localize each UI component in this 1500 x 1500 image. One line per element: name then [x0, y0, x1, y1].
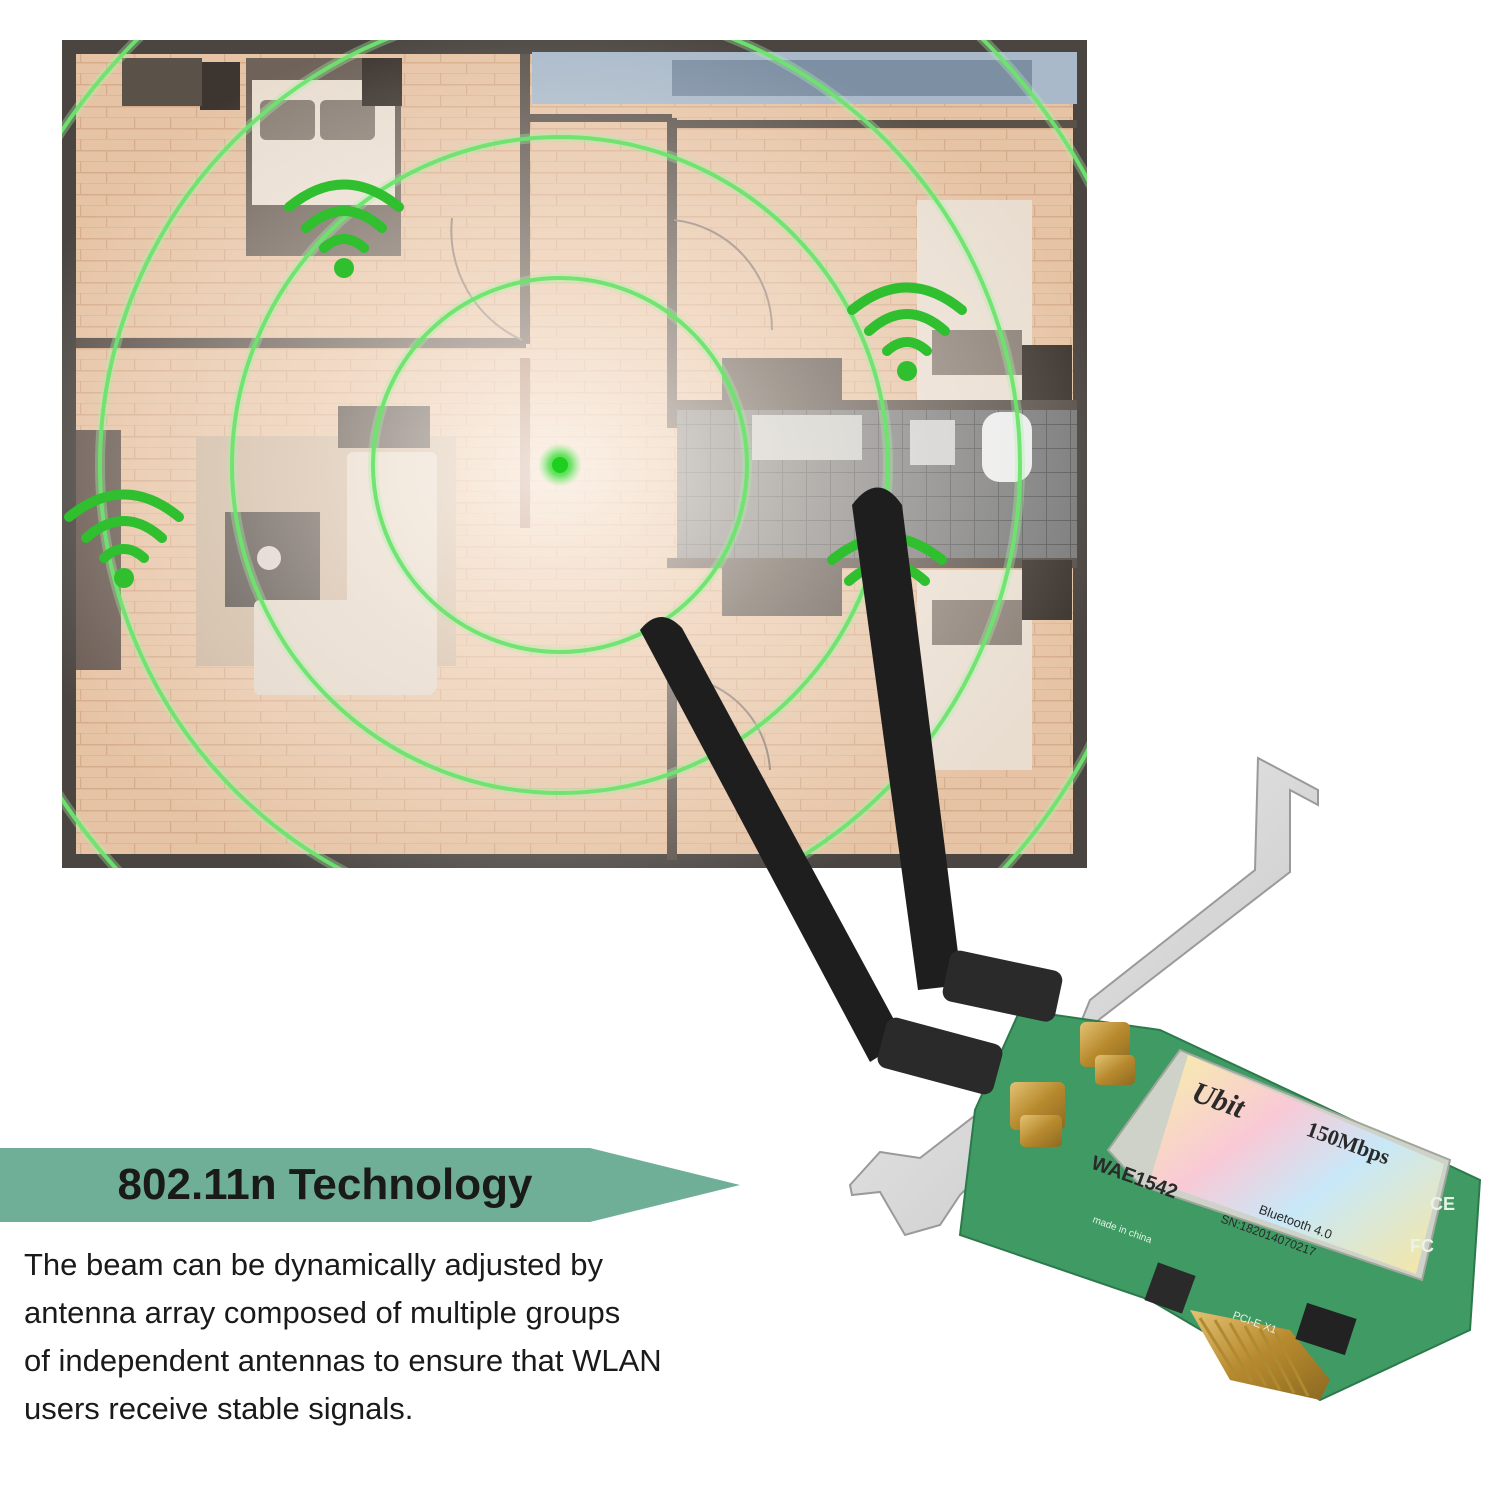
antenna-left [640, 616, 1003, 1095]
feature-description: The beam can be dynamically adjusted by … [24, 1241, 784, 1433]
wifi-icon [847, 282, 967, 381]
wifi-icon [284, 179, 404, 278]
description-line: antenna array composed of multiple group… [24, 1295, 621, 1330]
banner-arrow-shape [0, 1148, 740, 1222]
antenna-connector [1080, 1022, 1135, 1085]
description-line: users receive stable signals. [24, 1391, 414, 1426]
feature-banner: 802.11n Technology [0, 1148, 740, 1222]
floor-plan-illustration [62, 40, 1087, 868]
feature-title: 802.11n Technology [117, 1160, 533, 1209]
description-line: of independent antennas to ensure that W… [24, 1343, 662, 1378]
antenna-right [852, 487, 1063, 1022]
wifi-icon [64, 489, 184, 588]
svg-text:CE: CE [1430, 1194, 1455, 1214]
description-line: The beam can be dynamically adjusted by [24, 1247, 603, 1282]
antenna-connector [1010, 1082, 1065, 1147]
svg-text:FC: FC [1410, 1236, 1434, 1256]
